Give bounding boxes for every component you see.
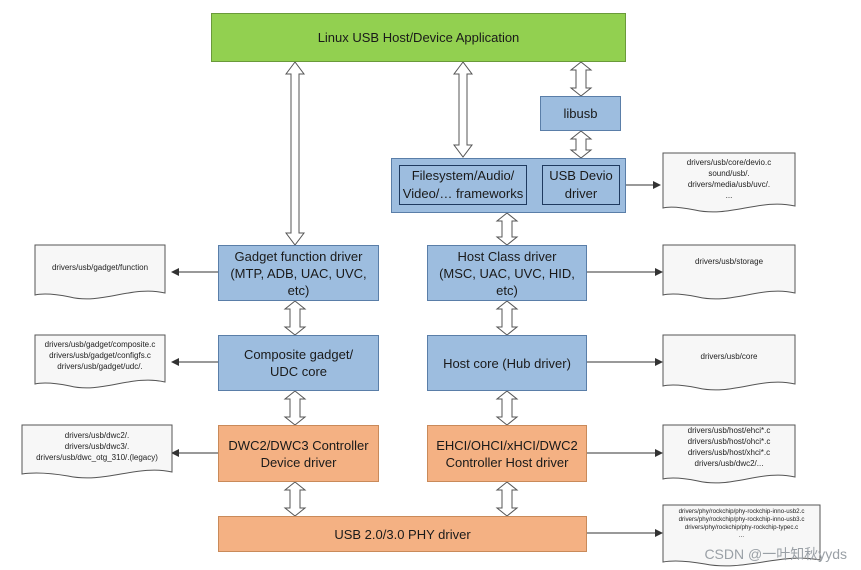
- double-arrow: [495, 481, 519, 517]
- host-class-driver-box: Host Class driver (MSC, UAC, UVC, HID, e…: [427, 245, 587, 301]
- doc-composite-text: drivers/usb/gadget/composite.c drivers/u…: [35, 339, 165, 372]
- doc-shape: [662, 244, 796, 300]
- double-arrow: [285, 61, 305, 246]
- dwc-device-driver-box: DWC2/DWC3 Controller Device driver: [218, 425, 379, 482]
- doc-line: drivers/usb/storage: [694, 257, 764, 266]
- doc-shape: [662, 504, 821, 567]
- doc-gadget-function-text: drivers/usb/gadget/function: [35, 262, 165, 273]
- usb-devio-box: USB Devio driver: [542, 165, 620, 205]
- double-arrow: [495, 212, 519, 246]
- double-arrow: [569, 61, 593, 97]
- doc-core-text: drivers/usb/core: [663, 351, 795, 362]
- doc-line: drivers/usb/core/devio.c: [686, 158, 772, 167]
- doc-shape: [34, 334, 166, 389]
- doc-devio-text: drivers/usb/core/devio.c sound/usb/. dri…: [663, 157, 795, 201]
- doc-storage-text: drivers/usb/storage: [663, 256, 795, 267]
- app-label: Linux USB Host/Device Application: [317, 30, 520, 45]
- doc-line: drivers/usb/gadget/configfs.c: [49, 351, 151, 360]
- dwc-device-line2: Device driver: [260, 454, 337, 470]
- host-class-line1: Host Class driver: [457, 248, 557, 264]
- dwc-device-line1: DWC2/DWC3 Controller: [228, 437, 369, 453]
- double-arrow: [569, 130, 593, 159]
- doc-line: drivers/usb/host/xhci*.c: [687, 448, 771, 457]
- gadget-function-line1: Gadget function driver: [234, 248, 363, 264]
- double-arrow: [283, 300, 307, 336]
- phy-label: USB 2.0/3.0 PHY driver: [334, 526, 471, 542]
- doc-line: drivers/phy/rockchip/phy-rockchip-typec.…: [684, 524, 799, 531]
- doc-line: drivers/usb/core: [700, 352, 758, 361]
- ehci-host-line1: EHCI/OHCI/xHCI/DWC2: [436, 437, 578, 453]
- doc-line: drivers/usb/dwc2/.: [64, 431, 130, 440]
- double-arrow: [495, 300, 519, 336]
- doc-line: drivers/phy/rockchip/phy-rockchip-inno-u…: [678, 508, 805, 515]
- linux-usb-application-box: Linux USB Host/Device Application: [211, 13, 626, 62]
- watermark: CSDN @一叶知秋yyds: [704, 546, 847, 562]
- doc-line: sound/usb/.: [708, 169, 750, 178]
- usb-phy-driver-box: USB 2.0/3.0 PHY driver: [218, 516, 587, 552]
- doc-line: drivers/usb/host/ohci*.c: [687, 437, 771, 446]
- host-class-line2: (MSC, UAC, UVC, HID, etc): [439, 265, 575, 298]
- fs-frameworks-box: Filesystem/Audio/ Video/… frameworks: [399, 165, 527, 205]
- doc-line: drivers/usb/dwc_otg_310/.(legacy): [36, 453, 158, 462]
- frameworks-container: [391, 158, 626, 213]
- fs-frameworks-line2: Video/… frameworks: [402, 186, 524, 201]
- doc-shape: [662, 424, 796, 484]
- doc-line: drivers/usb/gadget/composite.c: [44, 340, 156, 349]
- usb-devio-line1: USB Devio: [549, 168, 613, 183]
- doc-shape: [21, 424, 173, 479]
- doc-shape: [662, 334, 796, 391]
- doc-line: drivers/media/usb/uvc/.: [687, 180, 771, 189]
- fs-frameworks-line1: Filesystem/Audio/: [411, 168, 515, 183]
- composite-line2: UDC core: [269, 364, 328, 379]
- doc-line: ...: [725, 191, 733, 200]
- doc-shape: [662, 152, 796, 213]
- doc-line: drivers/usb/dwc2/...: [694, 459, 764, 468]
- doc-line: ...: [738, 532, 745, 539]
- usb-devio-line2: driver: [564, 186, 598, 201]
- gadget-function-driver-box: Gadget function driver (MTP, ADB, UAC, U…: [218, 245, 379, 301]
- doc-dwc-text: drivers/usb/dwc2/. drivers/usb/dwc3/. dr…: [22, 430, 172, 463]
- doc-line: drivers/usb/gadget/udc/.: [57, 362, 143, 371]
- doc-line: drivers/usb/dwc3/.: [64, 442, 130, 451]
- doc-phy-text: drivers/phy/rockchip/phy-rockchip-inno-u…: [663, 508, 820, 540]
- double-arrow: [453, 61, 473, 158]
- double-arrow: [283, 481, 307, 517]
- doc-line: drivers/usb/gadget/function: [51, 263, 149, 272]
- ehci-host-driver-box: EHCI/OHCI/xHCI/DWC2 Controller Host driv…: [427, 425, 587, 482]
- composite-gadget-box: Composite gadget/ UDC core: [218, 335, 379, 391]
- doc-line: drivers/usb/host/ehci*.c: [687, 426, 771, 435]
- doc-shape: [34, 244, 166, 300]
- libusb-box: libusb: [540, 96, 621, 131]
- double-arrow: [495, 390, 519, 426]
- gadget-function-line2: (MTP, ADB, UAC, UVC, etc): [230, 265, 367, 298]
- double-arrow: [283, 390, 307, 426]
- doc-line: drivers/phy/rockchip/phy-rockchip-inno-u…: [678, 516, 805, 523]
- composite-line1: Composite gadget/: [243, 347, 354, 362]
- host-core-label: Host core (Hub driver): [443, 355, 571, 371]
- libusb-label: libusb: [563, 106, 598, 121]
- doc-host-text: drivers/usb/host/ehci*.c drivers/usb/hos…: [663, 425, 795, 469]
- host-core-box: Host core (Hub driver): [427, 335, 587, 391]
- ehci-host-line2: Controller Host driver: [445, 454, 569, 470]
